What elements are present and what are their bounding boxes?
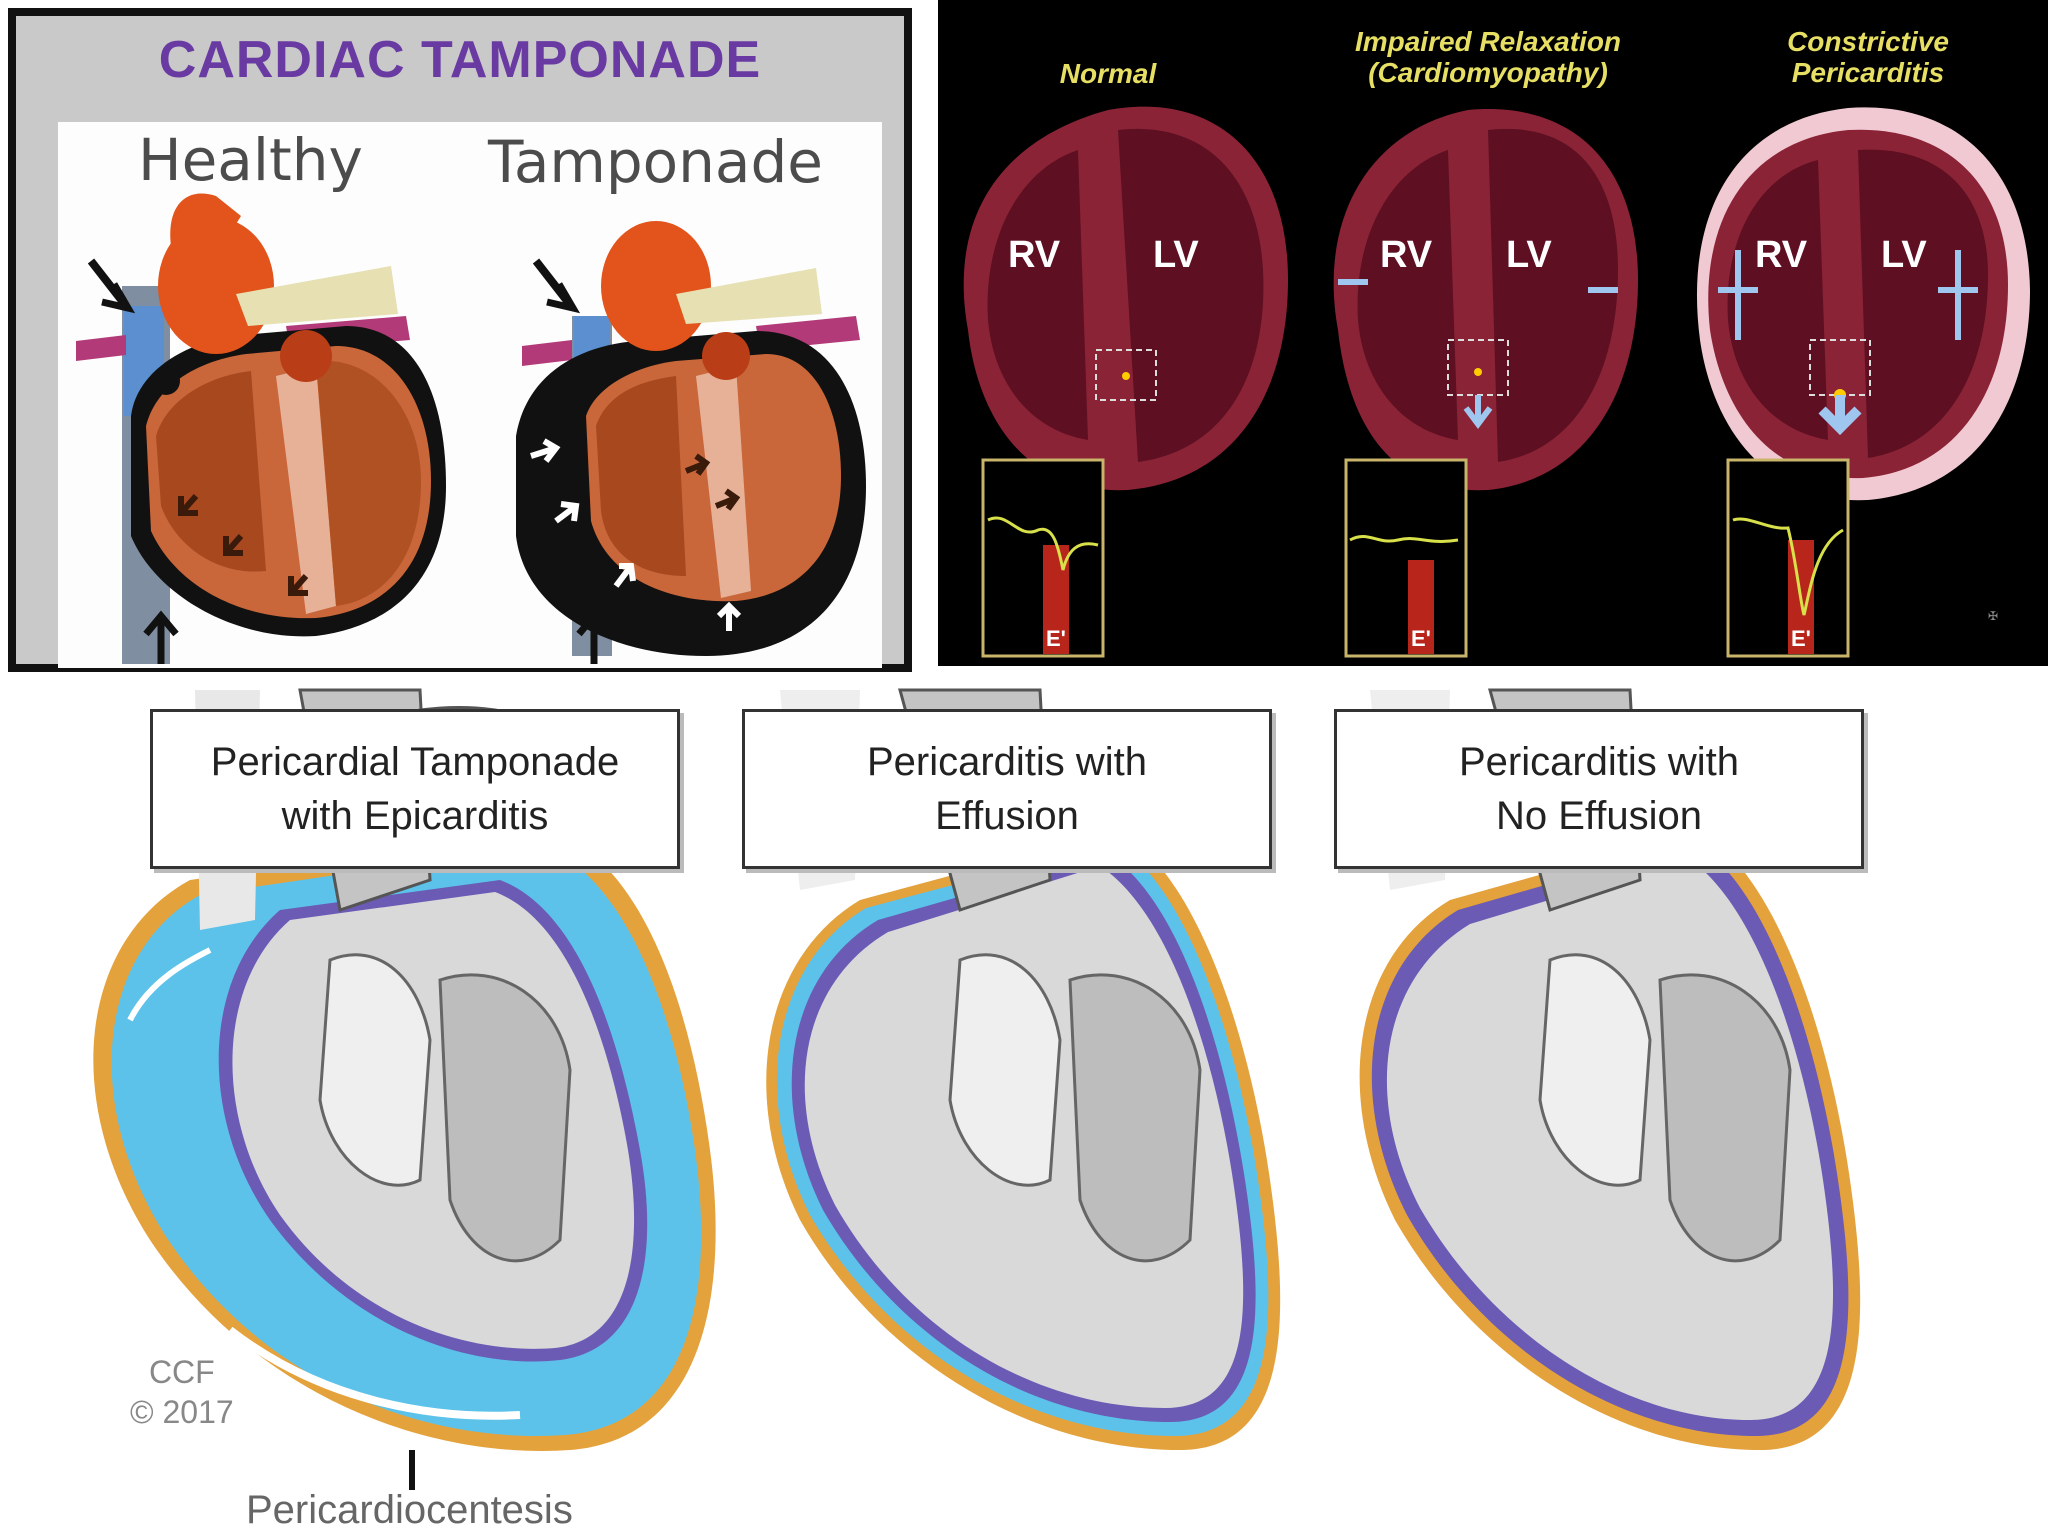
logo-mark: ✠ [1988,609,1998,623]
lv-label-constrictive: LV [1881,234,1927,276]
impaired-relaxation-header: Impaired Relaxation (Cardiomyopathy) [1354,26,1622,88]
label-box-effusion: Pericarditis with Effusion [742,709,1272,869]
label-text-effusion: Pericarditis with Effusion [866,740,1148,838]
impaired-ventricles [1333,109,1638,658]
rv-label-normal: RV [1008,234,1061,276]
label-text-tamponade-epicarditis: Pericardial Tamponade with Epicarditis [210,740,620,838]
lv-label-normal: LV [1153,234,1199,276]
healthy-heart [76,193,446,664]
label-box-tamponade-epicarditis: Pericardial Tamponade with Epicarditis [150,709,680,869]
pericardiocentesis-label: Pericardiocentesis [246,1488,573,1532]
cardiac-tamponade-panel: CARDIAC TAMPONADE Healthy Tamponade [8,8,912,672]
label-box-no-effusion: Pericarditis with No Effusion [1334,709,1864,869]
tamponade-epicarditis-heart [93,688,716,1490]
constrictive-pericarditis-header: Constrictive Pericarditis [1787,26,1949,88]
e-prime-label-constrictive: E' [1791,626,1811,651]
credit-line-2: © 2017 [130,1394,234,1430]
panel-title: CARDIAC TAMPONADE [158,31,762,89]
pericarditis-hearts-illustration [93,688,1861,1490]
constrictive-ventricles: ✠ [1696,107,2030,658]
tamponade-heart [516,221,866,664]
credit-line-1: CCF [148,1354,215,1390]
rv-label-constrictive: RV [1755,234,1808,276]
copyright-credit: CCF © 2017 [130,1352,234,1432]
normal-ventricles [963,106,1288,658]
lv-label-impaired: LV [1506,234,1552,276]
rv-label-impaired: RV [1380,234,1433,276]
relaxation-comparison-panel: Normal Impaired Relaxation (Cardiomyopat… [938,0,2048,666]
normal-header: Normal [1059,58,1157,89]
tamponade-label: Tamponade [488,128,823,196]
label-text-no-effusion: Pericarditis with No Effusion [1458,740,1740,838]
e-prime-label-impaired: E' [1411,626,1431,651]
tamponade-hearts-illustration [76,193,866,664]
e-prime-label-normal: E' [1046,626,1066,651]
ventricle-cross-sections: ✠ [963,106,2030,658]
healthy-label: Healthy [138,126,363,194]
